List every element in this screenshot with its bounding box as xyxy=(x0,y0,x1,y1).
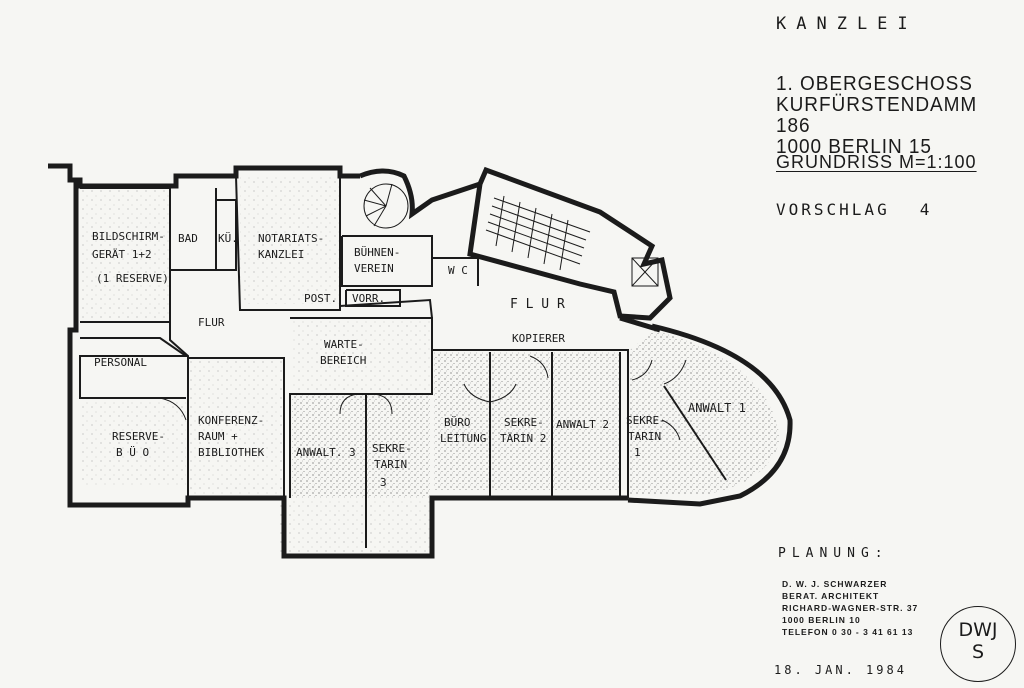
architect-phone: TELEFON 0 30 - 3 41 61 13 xyxy=(782,627,914,637)
room-sekretarin3-l1: SEKRE- xyxy=(372,442,412,455)
wall-vorr xyxy=(345,289,401,307)
room-buehnen-l1: BÜHNEN- xyxy=(354,246,400,259)
city-label: 1000 BERLIN 15 xyxy=(776,136,932,158)
room-flur-left: FLUR xyxy=(198,316,225,329)
wall-konferenz xyxy=(187,357,285,499)
room-wc: W C xyxy=(448,264,468,277)
variant-label: VORSCHLAG xyxy=(776,200,890,219)
room-reserve-l1: RESERVE- xyxy=(112,430,165,443)
architect-stamp: DWJ S xyxy=(940,606,1016,682)
wall-bad xyxy=(169,188,217,271)
architect-title: BERAT. ARCHITEKT xyxy=(782,591,880,601)
room-sekretarin1-l1: SEKRE- xyxy=(626,414,666,427)
floor-anwalt2 xyxy=(552,352,620,490)
room-konferenz-l2: RAUM + xyxy=(198,430,238,443)
stamp-line1: DWJ xyxy=(958,619,998,641)
wall-personal xyxy=(79,337,190,399)
room-konferenz-l1: KONFERENZ- xyxy=(198,414,264,427)
plan-date: 18. JAN. 1984 xyxy=(774,663,907,677)
wall-buehnen xyxy=(341,235,433,287)
floor-sekretarin2 xyxy=(490,352,550,490)
room-sekretarin3-l3: 3 xyxy=(380,476,387,489)
room-warte-l2: BEREICH xyxy=(320,354,366,367)
address-block: 1. OBERGESCHOSS KURFÜRSTENDAMM 186 1000 … xyxy=(776,74,1012,158)
room-kueche: KÜ. xyxy=(218,232,238,245)
floor-warte xyxy=(292,318,432,394)
main-staircase xyxy=(485,195,659,287)
wall-right-diagonal xyxy=(619,315,661,333)
room-konferenz-l3: BIBLIOTHEK xyxy=(198,446,265,459)
architect-street: RICHARD-WAGNER-STR. 37 xyxy=(782,603,919,613)
sheet-title: KANZLEI xyxy=(776,14,918,34)
floor-lower-corridor xyxy=(280,498,432,556)
variant-number: 4 xyxy=(919,200,933,219)
room-buero-l2: LEITUNG xyxy=(440,432,486,445)
planning-heading: PLANUNG: xyxy=(778,546,889,561)
scale-label: GRUNDRISS M=1:100 xyxy=(776,152,977,172)
wall-office-row xyxy=(432,349,629,498)
architect-city: 1000 BERLIN 10 xyxy=(782,615,861,625)
wall-kueche xyxy=(216,199,237,271)
room-anwalt2: ANWALT 2 xyxy=(556,418,609,431)
stamp-line2: S xyxy=(971,641,985,663)
room-sekretarin2-l1: SEKRE- xyxy=(504,416,544,429)
wall-outer-top xyxy=(70,165,360,189)
floor-anwalt1 xyxy=(628,330,780,494)
spiral-staircase xyxy=(363,183,409,229)
wall-stair-turret xyxy=(359,168,481,220)
floor-buero xyxy=(434,352,490,490)
wall-wc xyxy=(432,257,479,286)
room-notariat-l1: NOTARIATS- xyxy=(258,232,324,245)
room-sekretarin3-l2: TARIN xyxy=(374,458,407,471)
floor-konferenz xyxy=(188,358,284,498)
room-vorr: VORR. xyxy=(352,292,385,305)
room-bildschirm-l2: GERÄT 1+2 xyxy=(92,248,152,261)
wall-corridor xyxy=(339,298,433,319)
floor-label: 1. OBERGESCHOSS xyxy=(776,73,973,95)
door-swings xyxy=(159,355,687,441)
room-notariat-l2: KANZLEI xyxy=(258,248,304,261)
room-anwalt1: ANWALT 1 xyxy=(688,401,746,415)
wall-sekretarin1-anwalt1 xyxy=(663,385,727,481)
street-label: KURFÜRSTENDAMM 186 xyxy=(776,94,978,137)
room-buehnen-l2: VEREIN xyxy=(354,262,394,275)
room-sekretarin1-l3: 1 xyxy=(634,446,641,459)
wall-anwalt1-curve xyxy=(627,323,793,507)
room-sekretarin2-l2: TÄRIN 2 xyxy=(500,432,546,445)
room-anwalt3: ANWALT. 3 xyxy=(296,446,356,459)
room-bad: BAD xyxy=(178,232,198,245)
wall-notariat xyxy=(235,175,341,311)
room-warte-l1: WARTE- xyxy=(324,338,364,351)
room-personal: PERSONAL xyxy=(94,356,147,369)
room-flur-main: F L U R xyxy=(510,297,565,312)
architect-name: D. W. J. SCHWARZER xyxy=(782,579,888,589)
room-kopierer: KOPIERER xyxy=(512,332,565,345)
room-post: POST. xyxy=(304,292,337,305)
architect-block: D. W. J. SCHWARZER BERAT. ARCHITEKT RICH… xyxy=(782,578,918,638)
room-bildschirm-l3: (1 RESERVE) xyxy=(96,272,169,285)
floor-notariat xyxy=(240,176,340,304)
variant-line: VORSCHLAG 4 xyxy=(776,200,932,219)
room-bildschirm-l1: BILDSCHIRM- xyxy=(92,230,165,243)
wall-stairwell xyxy=(467,166,673,321)
room-reserve-l2: B Ü O xyxy=(116,446,149,459)
room-sekretarin1-l2: TARIN xyxy=(628,430,661,443)
floor-reserve xyxy=(82,398,186,486)
room-labels: BILDSCHIRM- GERÄT 1+2 (1 RESERVE) BAD KÜ… xyxy=(92,230,746,489)
wall-warte xyxy=(289,317,433,498)
floor-bildschirm xyxy=(82,188,170,320)
room-buero-l1: BÜRO xyxy=(444,416,471,429)
